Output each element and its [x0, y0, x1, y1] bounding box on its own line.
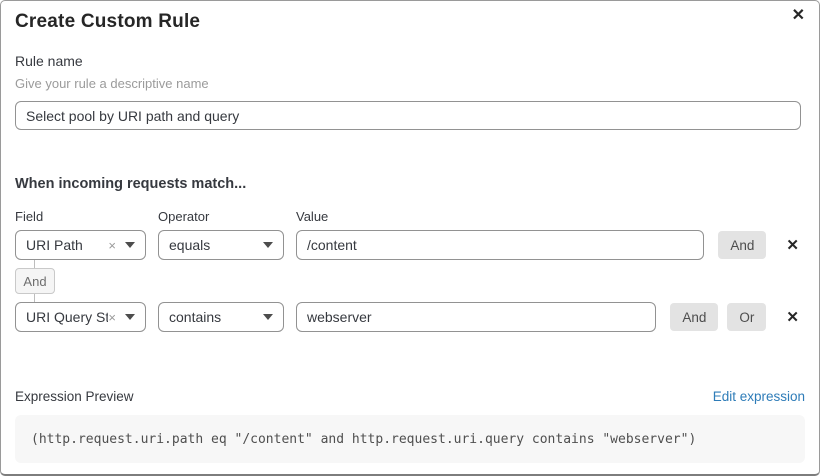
condition-row: URI Query St... × contains And Or ✕ [15, 302, 805, 332]
field-select-value: URI Path [26, 237, 83, 253]
clear-selection-icon[interactable]: × [108, 309, 116, 325]
clear-selection-icon[interactable]: × [108, 237, 116, 253]
operator-select[interactable]: contains [158, 302, 284, 332]
add-and-condition-button[interactable]: And [670, 303, 719, 331]
operator-select[interactable]: equals [158, 230, 284, 260]
add-and-condition-button[interactable]: And [718, 231, 767, 259]
page-title: Create Custom Rule [15, 11, 201, 32]
remove-row-icon[interactable]: ✕ [786, 308, 799, 326]
expression-code-block: (http.request.uri.path eq "/content" and… [15, 415, 805, 463]
chevron-down-icon[interactable] [125, 314, 135, 320]
close-icon[interactable]: ✕ [791, 7, 805, 24]
field-column-label: Field [15, 209, 44, 224]
connector-line-bottom [34, 294, 35, 302]
operator-column-label: Operator [158, 209, 210, 224]
field-select-value: URI Query St... [26, 309, 109, 325]
rule-name-input[interactable] [15, 101, 801, 130]
operator-select-value: equals [169, 237, 211, 253]
value-input[interactable] [296, 302, 657, 332]
match-heading: When incoming requests match... [15, 176, 247, 192]
add-or-condition-button[interactable]: Or [727, 303, 767, 331]
value-column-label: Value [296, 209, 329, 224]
value-input[interactable] [296, 230, 705, 260]
rule-name-helper: Give your rule a descriptive name [15, 76, 209, 91]
chevron-down-icon[interactable] [125, 242, 135, 248]
edit-expression-link[interactable]: Edit expression [712, 389, 805, 404]
field-select[interactable]: URI Query St... × [15, 302, 146, 332]
condition-row: URI Path × equals And ✕ [15, 230, 805, 260]
expression-code: (http.request.uri.path eq "/content" and… [31, 431, 697, 447]
field-select[interactable]: URI Path × [15, 230, 146, 260]
expression-preview-label: Expression Preview [15, 389, 134, 404]
remove-row-icon[interactable]: ✕ [786, 236, 799, 254]
rule-name-label: Rule name [15, 53, 83, 69]
connector-line-top [34, 260, 35, 268]
column-labels: Field Operator Value [15, 209, 805, 224]
chevron-down-icon[interactable] [263, 242, 273, 248]
connector-and-badge[interactable]: And [15, 268, 55, 294]
chevron-down-icon[interactable] [263, 314, 273, 320]
expression-header: Expression Preview Edit expression [15, 389, 805, 404]
operator-select-value: contains [169, 309, 222, 325]
condition-connector: And [15, 260, 805, 302]
